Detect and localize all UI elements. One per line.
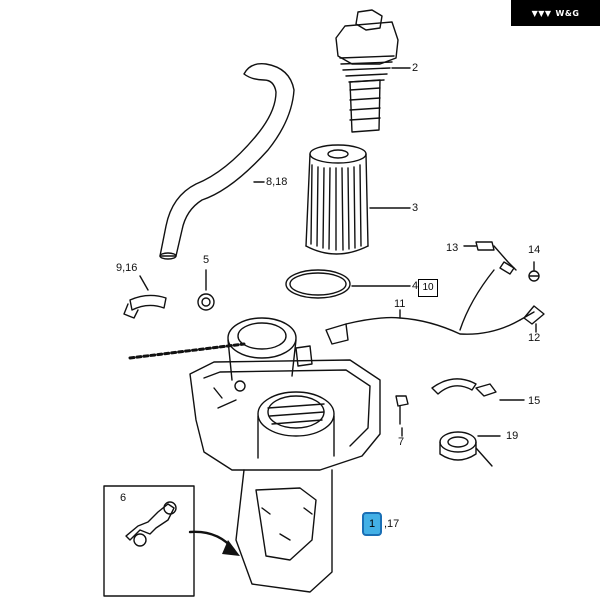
brand-mark-icon: ▼▼▼	[531, 8, 552, 18]
callout-8-18: 8,18	[266, 176, 288, 188]
brand-logo-text: W&G	[555, 8, 580, 18]
callout-15: 15	[528, 395, 541, 407]
bolt	[395, 395, 409, 437]
callout-7: 7	[398, 436, 405, 448]
callout-4: 4	[412, 280, 419, 292]
callout-19: 19	[506, 430, 519, 442]
callout-9-16: 9,16	[116, 262, 138, 274]
seal-ring	[197, 269, 215, 311]
pointer-arrow-icon	[222, 540, 240, 556]
callout-5: 5	[203, 254, 210, 266]
oil-filter-cap	[335, 9, 411, 133]
brand-logo: ▼▼▼ W&G	[511, 0, 600, 26]
callout-14: 14	[528, 244, 541, 256]
hose-clamp	[123, 275, 167, 319]
callout-2: 2	[412, 62, 419, 74]
callout-12: 12	[528, 332, 541, 344]
callout-3: 3	[412, 202, 419, 214]
callout-13: 13	[446, 242, 459, 254]
callout-17: ,17	[384, 518, 400, 530]
inset-gasket-detail	[103, 485, 236, 597]
callout-1-highlight[interactable]: 1	[362, 512, 382, 536]
breather-hose	[159, 63, 295, 260]
tape-roll	[439, 431, 501, 467]
oil-filter-housing	[189, 317, 381, 593]
callout-10: 10	[418, 279, 438, 297]
routing-dashed-line	[128, 342, 246, 360]
oil-filter-element	[305, 144, 411, 255]
sensor-cable	[345, 241, 545, 335]
callout-11: 11	[394, 298, 406, 310]
callout-6: 6	[120, 492, 127, 504]
o-ring	[285, 269, 411, 299]
cable-tie	[431, 378, 525, 401]
